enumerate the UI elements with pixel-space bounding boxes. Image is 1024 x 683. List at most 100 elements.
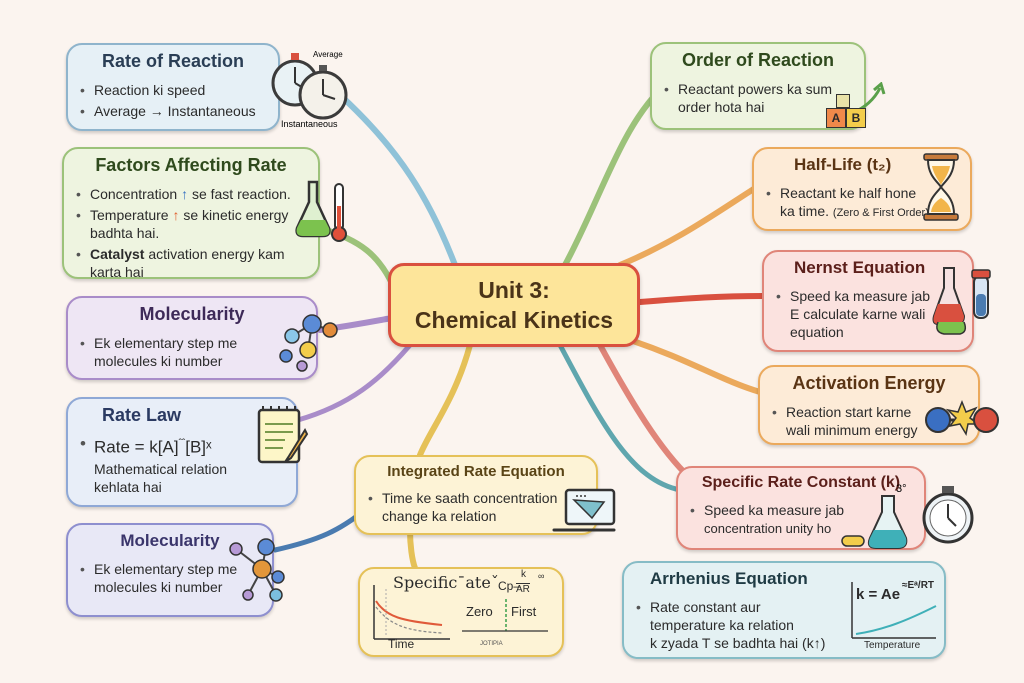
test-tubes-icon: [932, 267, 991, 335]
body-text: Speed ka measure jab: [790, 288, 931, 304]
notepad-pencil-icon: [257, 406, 309, 464]
body-text: Rate constant aur: [650, 599, 761, 615]
list-item: Average → Instantaneous: [80, 102, 268, 120]
graph-footer: JOTIPIA: [480, 641, 503, 647]
graph-label-zero: Zero: [466, 604, 493, 619]
body-text: concentration unity ho: [704, 521, 832, 536]
specific-rate-graph-content: Specificˉateˇ Cp– k AR ∞ Time Zero First…: [358, 567, 564, 657]
card-molecularity-1: Molecularity Ek elementary step me molecu…: [66, 296, 318, 380]
rate-law-formula: Rate = k[A]: [94, 437, 179, 457]
block-a: A: [826, 108, 846, 128]
card-title: Factors Affecting Rate: [95, 155, 287, 175]
list-item: Ek elementary step me molecules ki number: [80, 334, 306, 370]
list-item: Reaction ki speed: [80, 81, 268, 99]
flask-stopwatch-icon: 3°: [841, 483, 974, 549]
body-text: Reactant ke half hone: [780, 185, 917, 201]
flask-thermometer-icon: [295, 180, 347, 242]
card-title: Molecularity: [139, 304, 245, 324]
list-item: Rate = k[A]ˆˆ[B]ˣ: [80, 435, 286, 457]
card-title: Nernst Equation: [794, 258, 926, 277]
half-life-note: (Zero & First Order): [832, 207, 929, 219]
card-nernst-equation: Nernst Equation Speed ka measure jab E ca…: [762, 250, 974, 352]
card-title: Rate Law: [102, 405, 182, 425]
body-line: Mathematical relation: [94, 460, 228, 477]
factor-catalyst: Catalyst: [90, 246, 145, 262]
body-text: Ek elementary step me: [94, 335, 238, 351]
card-title: Rate of Reaction: [101, 51, 245, 71]
up-arrow-icon: ↑: [172, 207, 180, 223]
flask-label: 3°: [896, 483, 907, 495]
card-factors-affecting-rate: Factors Affecting Rate Concentration ↑ s…: [62, 147, 320, 279]
body-text: order hota hai: [678, 99, 765, 115]
list-item: Rate constant aur temperature ka relation…: [636, 598, 934, 652]
body-line: kehlata hai: [94, 478, 162, 495]
card-molecularity-2: Molecularity Ek elementary step memolecu…: [66, 523, 274, 617]
branch-halflife: [617, 182, 763, 268]
graph-formula-bottom: AR: [516, 583, 530, 595]
body-text: E calculate karne wali: [790, 306, 926, 322]
list-item: Reactant ke half hone ka time. (Zero & Fi…: [766, 184, 960, 222]
zero-first-divider: [462, 599, 548, 632]
central-title-line1: Unit 3:: [478, 277, 550, 303]
stopwatch-icon: Average Instantaneous: [271, 50, 348, 129]
body-text: Reaction start karne: [786, 404, 912, 420]
molecule-icon: [279, 314, 338, 372]
branch-specific: [597, 342, 693, 481]
laptop-graph-icon: [552, 488, 616, 532]
graph-label-first: First: [511, 604, 537, 619]
stopwatch-label-bottom: Instantaneous: [281, 119, 338, 129]
body-text: Speed ka measure jab: [704, 502, 845, 518]
factor-text: se fast reaction.: [191, 186, 291, 202]
body-text: Time ke saath concentration: [382, 490, 558, 506]
card-order-of-reaction: Order of Reaction Reactant powers ka sum…: [650, 42, 866, 130]
card-title: Molecularity: [120, 531, 220, 550]
graph-axis-time: Time: [388, 637, 415, 651]
body-text: ka time.: [780, 203, 830, 219]
list-item: Temperature ↑ se kinetic energy badhta ha…: [76, 206, 308, 242]
stopwatch-label-top: Average: [313, 50, 343, 59]
list-item: Speed ka measure jab E calculate karne wa…: [776, 287, 962, 341]
collision-icon: [925, 399, 999, 437]
list-item: Speed ka measure jab concentration unity …: [690, 501, 914, 538]
body-text: molecules ki number: [94, 353, 223, 369]
factor-text: activation energy kam karta hai: [90, 246, 285, 279]
body-text: wali minimum energy: [786, 422, 918, 438]
graph-formula-top: k: [521, 569, 526, 580]
up-arrow-icon: ↑: [181, 186, 189, 202]
body-text: molecules ki number: [94, 579, 223, 595]
body-text: temperature ka relation: [650, 617, 794, 633]
block-b: B: [846, 108, 866, 128]
ab-blocks-icon: A B: [826, 82, 892, 132]
hourglass-icon: [923, 153, 959, 221]
arrhenius-formula-sup: ≈Eᵃ/RT: [902, 580, 935, 591]
factor-temperature: Temperature: [90, 207, 169, 223]
factor-text: badhta hai.: [90, 225, 160, 241]
rate-law-exponent: ˆˆ: [178, 438, 186, 449]
branch-specgraph: [407, 527, 418, 571]
card-rate-of-reaction: Rate of Reaction Reaction ki speed Avera…: [66, 43, 280, 131]
central-title-line2: Chemical Kinetics: [414, 307, 614, 333]
card-arrhenius-equation: Arrhenius Equation Rate constant aur temp…: [622, 561, 946, 659]
arrhenius-axis-label: Temperature: [864, 640, 921, 651]
body-text: k zyada T se badhta hai (k↑): [650, 635, 826, 651]
card-specific-rate-graph: [358, 567, 564, 657]
block-small: [836, 94, 850, 108]
graph-formula-sup: ∞: [538, 571, 545, 581]
body-text: change ka relation: [382, 508, 497, 524]
decay-graph-icon: [373, 585, 450, 640]
branch-nernst: [637, 293, 768, 305]
card-title: Arrhenius Equation: [650, 569, 808, 588]
branch-rate: [337, 92, 458, 268]
molecule-icon-2: [229, 538, 285, 602]
card-title: Half-Life (t₂): [794, 155, 892, 174]
exponential-graph-icon: [851, 582, 937, 639]
card-title: Integrated Rate Equation: [387, 463, 565, 480]
factor-text: se kinetic energy: [183, 207, 289, 223]
branch-ratelaw: [295, 342, 413, 423]
rate-law-formula-end: [B]ˣ: [185, 437, 212, 457]
